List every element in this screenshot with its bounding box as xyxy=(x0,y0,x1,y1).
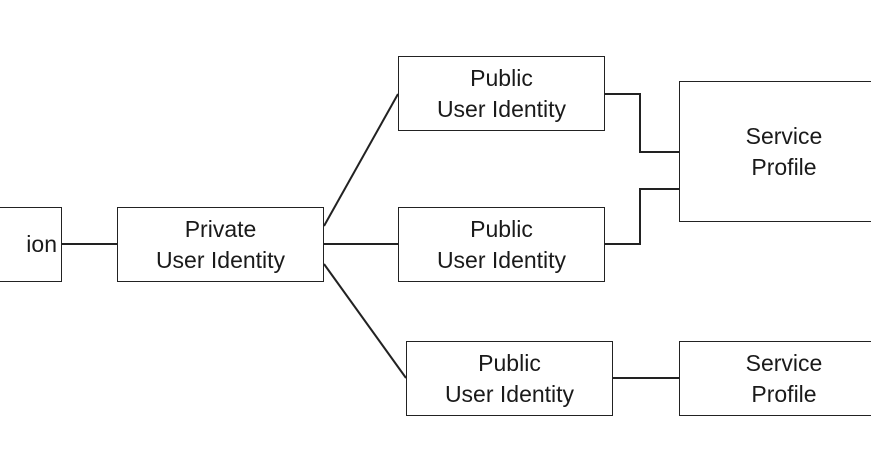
private-identity-label-line1: Private xyxy=(184,215,257,242)
public-user-identity-box-1: Public User Identity xyxy=(398,56,605,131)
service-profile-2-label-line2: Profile xyxy=(751,380,817,407)
private-identity-label-line2: User Identity xyxy=(155,246,286,273)
subscription-box: ion xyxy=(0,207,62,282)
public-user-identity-box-3: Public User Identity xyxy=(406,341,613,416)
service-profile-box-1: Service Profile xyxy=(679,81,871,222)
public-identity-3-label-line2: User Identity xyxy=(444,380,575,407)
private-user-identity-box: Private User Identity xyxy=(117,207,324,282)
public-identity-1-label-line2: User Identity xyxy=(436,95,567,122)
link-private-public-3 xyxy=(323,263,407,379)
public-identity-2-label-line2: User Identity xyxy=(436,246,567,273)
link-public-1-service-1 xyxy=(605,93,679,153)
service-profile-1-label-line1: Service xyxy=(745,122,823,149)
public-identity-1-label-line1: Public xyxy=(470,64,533,91)
subscription-label: ion xyxy=(26,231,57,257)
link-public-2-service-1 xyxy=(605,188,679,245)
public-user-identity-box-2: Public User Identity xyxy=(398,207,605,282)
link-private-public-1 xyxy=(323,93,399,227)
public-identity-3-label-line1: Public xyxy=(478,349,541,376)
public-identity-2-label-line1: Public xyxy=(470,215,533,242)
service-profile-box-2: Service Profile xyxy=(679,341,871,416)
service-profile-1-label-line2: Profile xyxy=(751,153,817,180)
service-profile-2-label-line1: Service xyxy=(745,349,823,376)
